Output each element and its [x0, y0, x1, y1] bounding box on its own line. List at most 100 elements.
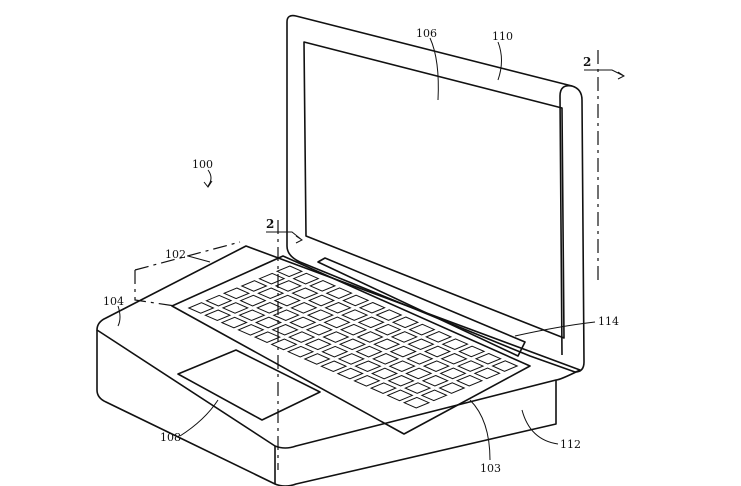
keyboard-key	[322, 331, 350, 343]
keyboard-key	[339, 323, 368, 336]
label-114: 114	[598, 315, 619, 328]
keyboard-key	[342, 294, 370, 307]
keyboard-key	[438, 382, 466, 394]
keyboard-key	[439, 367, 467, 380]
lid-edge	[559, 84, 573, 356]
keyboard-key	[421, 374, 449, 387]
keyboard-key	[220, 316, 248, 329]
keyboard-key	[286, 345, 315, 358]
keyboard-key	[425, 331, 453, 343]
keyboard-key	[321, 345, 349, 358]
lid-outer	[286, 14, 585, 373]
keyboard-key	[254, 316, 283, 329]
keyboard-key	[307, 294, 336, 307]
keyboard-key	[325, 287, 353, 299]
base-top	[96, 245, 581, 449]
keyboard-key	[375, 309, 403, 321]
keyboard-key	[275, 265, 304, 278]
trackpad	[177, 349, 321, 421]
keyboard-key	[387, 374, 415, 387]
keyboard-key	[291, 287, 319, 300]
keyboard-key	[338, 338, 367, 351]
keyboard-key	[372, 353, 400, 365]
keyboard-key	[306, 309, 334, 321]
keyboard-key	[305, 323, 333, 336]
keyboard-key	[239, 294, 267, 307]
label-section-top: 2	[266, 217, 274, 231]
hinge	[317, 257, 526, 357]
keyboard-key	[356, 331, 384, 343]
keyboard-key	[323, 316, 351, 329]
keyboard-key	[253, 331, 281, 343]
keyboard-key	[355, 345, 383, 358]
keyboard-key	[404, 382, 432, 394]
label-106: 106	[416, 27, 437, 40]
label-103: 103	[480, 462, 501, 475]
keyboard-key	[386, 389, 414, 402]
keyboard-key	[406, 353, 434, 365]
keyboard-key	[258, 272, 286, 285]
keyboard-key	[369, 382, 397, 394]
keyboard-key	[270, 338, 298, 351]
keyboard-key	[271, 323, 299, 336]
keyboard-key	[274, 280, 302, 292]
keyboard-key	[440, 352, 468, 365]
keyboard-key	[408, 323, 436, 336]
label-104: 104	[103, 295, 124, 308]
keyboard-key	[370, 367, 399, 380]
keyboard-key	[288, 331, 316, 343]
display-screen	[303, 41, 565, 339]
keyboard-key	[422, 360, 450, 372]
leader-102	[187, 255, 211, 263]
keyboard-key	[257, 287, 285, 300]
label-102: 102	[165, 248, 186, 261]
keyboard-keys	[187, 265, 519, 409]
leader-100	[203, 169, 213, 188]
keyboard-key	[240, 280, 268, 292]
keyboard-key	[402, 396, 431, 409]
keyboard-key	[222, 287, 251, 300]
keyboard-key	[423, 345, 452, 358]
keyboard-key	[473, 367, 501, 380]
keyboard-key	[389, 345, 417, 358]
keyboard-key	[289, 316, 317, 329]
leader-112	[521, 409, 559, 445]
keyboard-key	[221, 302, 249, 314]
keyboard-key	[458, 345, 486, 358]
keyboard-key	[336, 367, 364, 380]
keyboard-key	[324, 301, 352, 314]
keyboard-key	[238, 309, 266, 322]
keyboard-key	[341, 309, 369, 321]
keyboard-well	[171, 255, 531, 435]
label-section-right: 2	[583, 55, 591, 69]
keyboard-key	[441, 338, 469, 350]
keyboard-key	[491, 360, 519, 372]
keyboard-key	[373, 338, 401, 351]
keyboard-key	[388, 360, 416, 372]
keyboard-key	[420, 389, 448, 402]
keyboard-key	[337, 353, 365, 365]
keyboard-key	[405, 367, 433, 380]
keyboard-key	[187, 302, 215, 314]
display-region-outline	[134, 241, 241, 307]
keyboard-key	[391, 316, 420, 329]
keyboard-key	[237, 324, 265, 336]
keyboard-key	[309, 280, 337, 292]
leader-108	[179, 399, 219, 437]
keyboard-key	[390, 331, 418, 343]
keyboard-key	[304, 338, 332, 351]
keyboard-key	[353, 375, 381, 387]
label-100: 100	[192, 158, 213, 171]
keyboard-key	[320, 360, 348, 373]
keyboard-key	[457, 360, 485, 372]
keyboard-key	[303, 353, 331, 365]
keyboard-key	[474, 352, 502, 365]
leader-114	[514, 321, 596, 337]
keyboard-key	[358, 301, 386, 314]
label-108: 108	[160, 431, 181, 444]
section-arrow-right	[584, 69, 625, 80]
section-arrow-top	[266, 231, 303, 244]
label-110: 110	[492, 30, 513, 43]
